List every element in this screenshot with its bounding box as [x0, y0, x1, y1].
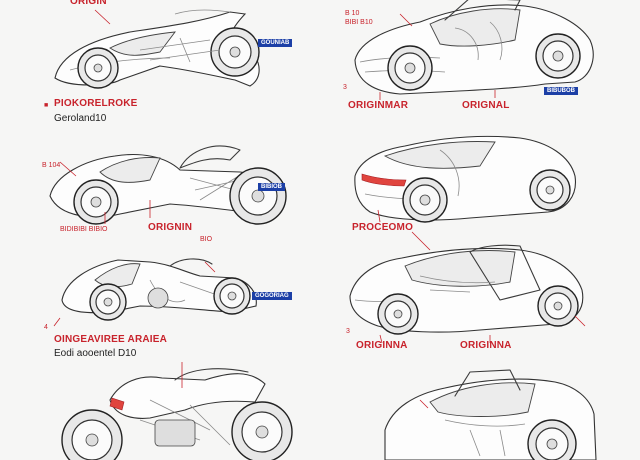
label-top-left-fragment: ORIGIN: [70, 0, 107, 7]
label-br-left: ORIGINNA: [356, 340, 408, 351]
marker-bullet: ■: [44, 102, 49, 109]
tag-mid-left: BIBIOB: [258, 183, 285, 191]
tag-top-right: BIBUBOB: [544, 87, 578, 95]
marker-4: 4: [44, 324, 48, 331]
sports-car-bottom-right: [384, 369, 597, 460]
label-tr-small-top: B 10: [345, 10, 360, 17]
label-bl-title: OINGEAVIREE ARAIEA: [54, 334, 168, 345]
label-tr-left: ORIGINMAR: [348, 100, 409, 111]
hybrid-vehicle-top-left: [54, 9, 260, 89]
sports-car-third-right: [349, 244, 586, 344]
label-br-right: ORIGINNA: [460, 340, 512, 351]
label-tl-subtitle: Geroland10: [54, 113, 107, 124]
hybrid-vehicle-mid-left: [49, 145, 287, 225]
hybrid-vehicle-third-left: [53, 258, 257, 327]
sports-car-mid-right: [354, 135, 576, 251]
label-bl-subtitle: Eodi aooentel D10: [54, 348, 137, 359]
label-ml-center-small: BIO: [200, 236, 213, 243]
label-ml-center: ORIGNIN: [148, 222, 193, 233]
label-ml-bottom-small: BIDIBIBI BIBIO: [60, 226, 108, 233]
motorcycle-bottom-left: [61, 362, 293, 460]
marker-3-top: 3: [343, 84, 347, 91]
label-tl-title: PIOKORELROKE: [54, 98, 138, 109]
marker-3-lower: 3: [346, 328, 350, 335]
label-ml-small: B 104: [42, 162, 61, 169]
tag-top-left: GOUNIAB: [258, 39, 293, 47]
tag-third-left: GOGORIAG: [252, 292, 292, 300]
label-tr-right: ORIGNAL: [462, 100, 510, 111]
label-mr-title: PROCEOMO: [352, 222, 414, 233]
sports-car-top-right: [354, 0, 594, 100]
label-tr-small-sub: BIBI B10: [345, 19, 373, 26]
